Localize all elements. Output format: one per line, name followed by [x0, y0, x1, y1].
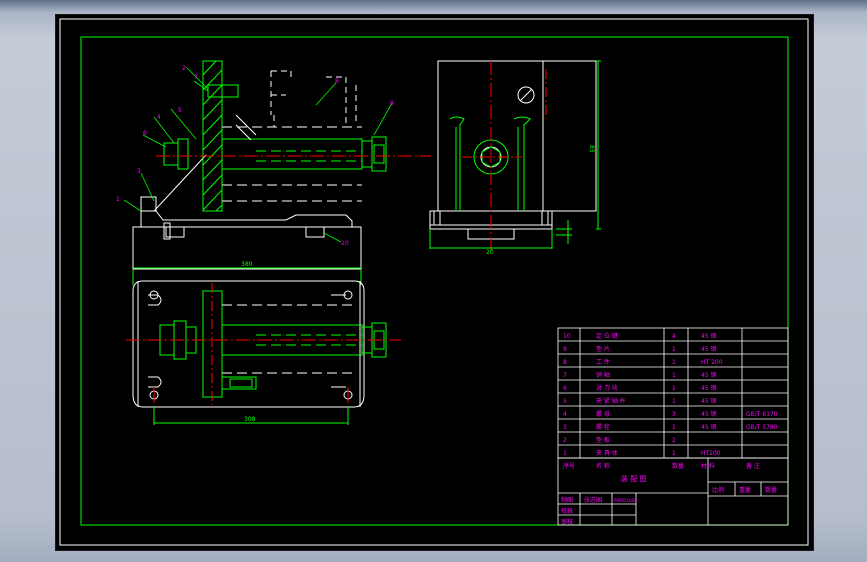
bom-cell-qty: 3 — [672, 411, 676, 418]
bom-cell-qty: 1 — [672, 346, 676, 353]
leader-lines — [123, 66, 393, 243]
leader-labels: 1 2 3 4 5 6 7 8 9 10 — [116, 65, 394, 247]
bom-cell-note: GB/T 6170 — [746, 411, 778, 418]
bom-cell-name: 夹 具 体 — [596, 449, 618, 457]
bom-cell-name: 垫 片 — [596, 345, 610, 353]
drawing-title: 装 配 图 — [621, 474, 646, 483]
bom-cell-no: 10 — [563, 333, 571, 340]
leader-8: 8 — [335, 78, 339, 85]
review-label: 审核 — [561, 518, 573, 526]
bom-cell-qty: 1 — [672, 359, 676, 366]
bom-header-note: 备 注 — [746, 462, 760, 470]
leader-5: 5 — [178, 107, 182, 114]
bom-cell-no: 6 — [563, 385, 567, 392]
bom-cell-qty: 4 — [672, 333, 676, 340]
leader-1: 1 — [116, 196, 120, 203]
drawn-label: 制图 — [561, 496, 573, 504]
drawn-name: 张志国 — [584, 496, 602, 504]
front-view — [132, 60, 431, 285]
bom-cell-qty: 1 — [672, 424, 676, 431]
bom-cell-no: 7 — [563, 372, 567, 379]
title-block — [557, 457, 789, 526]
bom-header-name: 名 称 — [596, 462, 610, 470]
bom-cell-material: 45 钢 — [701, 410, 717, 418]
drawing-sheet: 380 1 2 3 4 5 6 7 8 9 10 — [55, 14, 814, 551]
bom-cell-qty: 1 — [672, 398, 676, 405]
bom-cell-name: 工 件 — [596, 358, 610, 366]
bom-cell-qty: 1 — [672, 385, 676, 392]
bom-cell-no: 4 — [563, 411, 567, 418]
dim-side-height: 85 — [588, 145, 595, 153]
leader-9: 9 — [390, 100, 394, 107]
bom-cell-material: 45 钢 — [701, 345, 717, 353]
bom-cell-name: 销 轴 — [596, 371, 610, 379]
leader-6: 6 — [143, 130, 147, 137]
bom-cell-note: GB/T 5780 — [746, 424, 778, 431]
bom-cell-material: 45 钢 — [701, 371, 717, 379]
leader-3: 3 — [137, 168, 141, 175]
outer-frame — [59, 18, 809, 546]
bom-cell-qty: 1 — [672, 372, 676, 379]
bom-cell-qty: 1 — [672, 450, 676, 457]
bom-cell-no: 3 — [563, 424, 567, 431]
bom-cell-no: 5 — [563, 398, 567, 405]
bom-cell-no: 1 — [563, 450, 567, 457]
bom-cell-no: 8 — [563, 359, 567, 366]
side-view — [429, 60, 601, 251]
bom-cell-material: 45 钢 — [701, 332, 717, 340]
weight-label: 重量 — [739, 486, 751, 494]
bom-cell-material: HT200 — [701, 450, 721, 457]
drawn-code: P98051006 — [614, 498, 637, 503]
leader-2: 2 — [182, 65, 186, 72]
bom-cell-material: 45 钢 — [701, 423, 717, 431]
dim-top-width: 308 — [244, 416, 256, 423]
bom-header-qty: 数量 — [672, 462, 684, 470]
bom-cell-name: 垫 板 — [596, 436, 610, 444]
qty-label: 数量 — [765, 486, 777, 494]
bom-cell-material: HT 200 — [701, 359, 723, 366]
bom-header-no: 序号 — [563, 462, 575, 470]
bom-cell-name: 定 位 键 — [596, 332, 618, 340]
title-block-text: 装 配 图 比例 重量 数量 制图 张志国 P98051006 校核 审核 — [561, 474, 777, 526]
leader-4: 4 — [157, 114, 161, 121]
bom-text: 10 定 位 键 4 45 钢 9 垫 片 1 45 钢 8 工 件 1 HT 200 7 销 轴 1 45 … — [563, 332, 778, 470]
inner-frame — [80, 36, 789, 526]
bom-cell-material: 45 钢 — [701, 397, 717, 405]
leader-10: 10 — [341, 240, 349, 247]
dim-front-width: 380 — [241, 261, 253, 268]
scale-label: 比例 — [712, 486, 724, 494]
bom-cell-name: 螺 母 — [596, 410, 610, 418]
bom-cell-qty: 2 — [672, 437, 676, 444]
check-label: 校核 — [561, 507, 573, 515]
bom-cell-no: 9 — [563, 346, 567, 353]
dim-side-width: 20 — [486, 249, 494, 256]
bom-cell-material: 45 钢 — [701, 384, 717, 392]
bom-cell-name: 对 刀 块 — [596, 384, 618, 392]
bom-cell-no: 2 — [563, 437, 567, 444]
bom-cell-name: 螺 栓 — [596, 423, 610, 431]
leader-7: 7 — [194, 74, 198, 81]
bom-cell-name: 夹 紧 轴 杆 — [596, 397, 626, 405]
assembly-drawing: 380 1 2 3 4 5 6 7 8 9 10 — [59, 18, 809, 546]
top-view — [126, 280, 401, 425]
